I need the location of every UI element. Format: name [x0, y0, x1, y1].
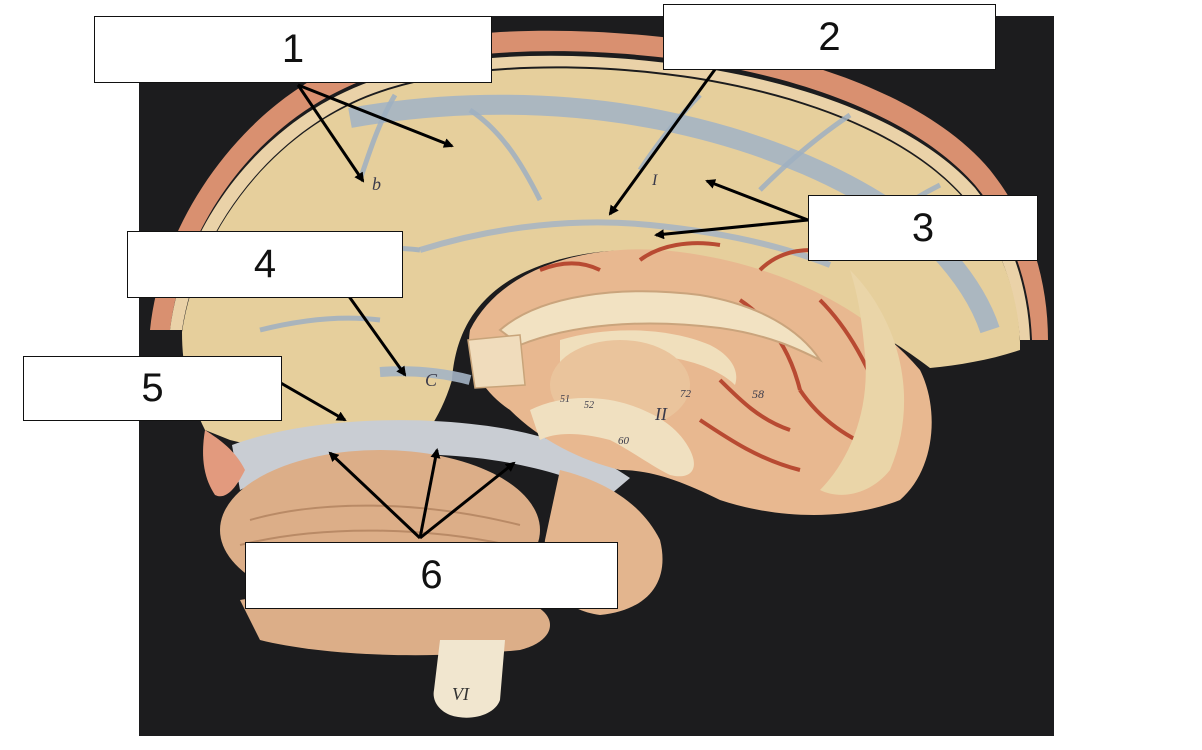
marking-60: 60: [618, 435, 630, 447]
septum-pellucidum: [467, 334, 526, 389]
inferior-sagittal-sinus: [419, 219, 832, 268]
label-box-5[interactable]: 5: [23, 356, 282, 421]
marking-52: 52: [584, 400, 594, 411]
marking-ii: II: [654, 404, 668, 424]
marking-i: I: [651, 172, 658, 189]
label-box-3[interactable]: 3: [808, 195, 1038, 261]
marking-58: 58: [752, 387, 764, 401]
superior-sagittal-sinus: [348, 94, 1000, 334]
label-box-2[interactable]: 2: [663, 4, 996, 70]
label-box-4[interactable]: 4: [127, 231, 403, 298]
marking-b: b: [372, 174, 381, 194]
marking-72: 72: [680, 388, 692, 400]
corpus-callosum: [498, 290, 823, 363]
marking-51: 51: [560, 394, 570, 405]
marking-c: C: [425, 370, 438, 390]
label-box-1[interactable]: 1: [94, 16, 492, 83]
tentorial-notch: [530, 398, 694, 477]
tentorium-cerebelli: [232, 420, 630, 495]
label-box-6[interactable]: 6: [245, 542, 618, 609]
marking-vi: VI: [452, 684, 470, 704]
spinal-cord-segment: [433, 640, 505, 718]
falx-crescent: [820, 270, 905, 495]
occipital-meninges: [203, 430, 245, 497]
